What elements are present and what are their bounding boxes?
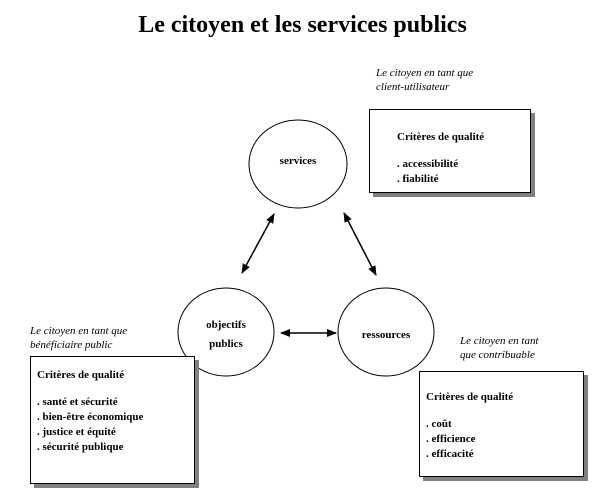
criteria-item: . santé et sécurité — [37, 396, 118, 408]
node-objectifs-line1: objectifs — [206, 319, 246, 331]
node-ressources-ellipse — [337, 287, 435, 377]
criteria-box-client: Critères de qualité . accessibilité . fi… — [369, 109, 531, 193]
criteria-list: . coût . efficience . efficacité — [426, 417, 583, 462]
role-client-line1: Le citoyen en tant que — [376, 67, 474, 79]
criteria-item: . sécurité publique — [37, 441, 124, 453]
role-client-utilisateur: Le citoyen en tant que client-utilisateu… — [376, 66, 473, 94]
arrow-services-ressources — [343, 212, 377, 276]
node-objectifs-line2: publics — [209, 338, 243, 350]
role-contribuable-line2: que contribuable — [460, 349, 535, 361]
node-objectifs-label: objectifs publics — [186, 317, 266, 352]
role-beneficiaire-line2: bénéficiaire public — [30, 339, 113, 351]
criteria-list: . santé et sécurité . bien-être économiq… — [37, 395, 194, 455]
criteria-box-beneficiaire: Critères de qualité . santé et sécurité … — [30, 356, 195, 484]
criteria-header: Critères de qualité — [37, 369, 125, 381]
criteria-item: . coût — [426, 418, 452, 430]
node-services-label: services — [279, 155, 317, 167]
node-objectifs-ellipse — [177, 287, 275, 377]
criteria-item: . efficience — [426, 433, 476, 445]
role-client-line2: client-utilisateur — [376, 81, 450, 93]
criteria-list: . accessibilité . fiabilité — [397, 157, 530, 187]
arrow-services-objectifs — [241, 213, 275, 274]
criteria-item: . accessibilité — [397, 158, 459, 170]
page-title: Le citoyen et les services publics — [138, 12, 467, 38]
criteria-item: . efficacité — [426, 448, 474, 460]
role-contribuable: Le citoyen en tant que contribuable — [460, 334, 539, 362]
criteria-box-contribuable: Critères de qualité . coût . efficience … — [419, 371, 584, 477]
role-beneficiaire-line1: Le citoyen en tant que — [30, 325, 128, 337]
node-ressources-label: ressources — [361, 329, 411, 341]
node-services-ellipse — [248, 119, 348, 209]
criteria-header: Critères de qualité — [397, 131, 485, 143]
criteria-item: . fiabilité — [397, 173, 439, 185]
criteria-header: Critères de qualité — [426, 391, 514, 403]
criteria-item: . bien-être économique — [37, 411, 144, 423]
role-beneficiaire-public: Le citoyen en tant que bénéficiaire publ… — [30, 324, 127, 352]
role-contribuable-line1: Le citoyen en tant — [460, 335, 539, 347]
criteria-item: . justice et équité — [37, 426, 116, 438]
